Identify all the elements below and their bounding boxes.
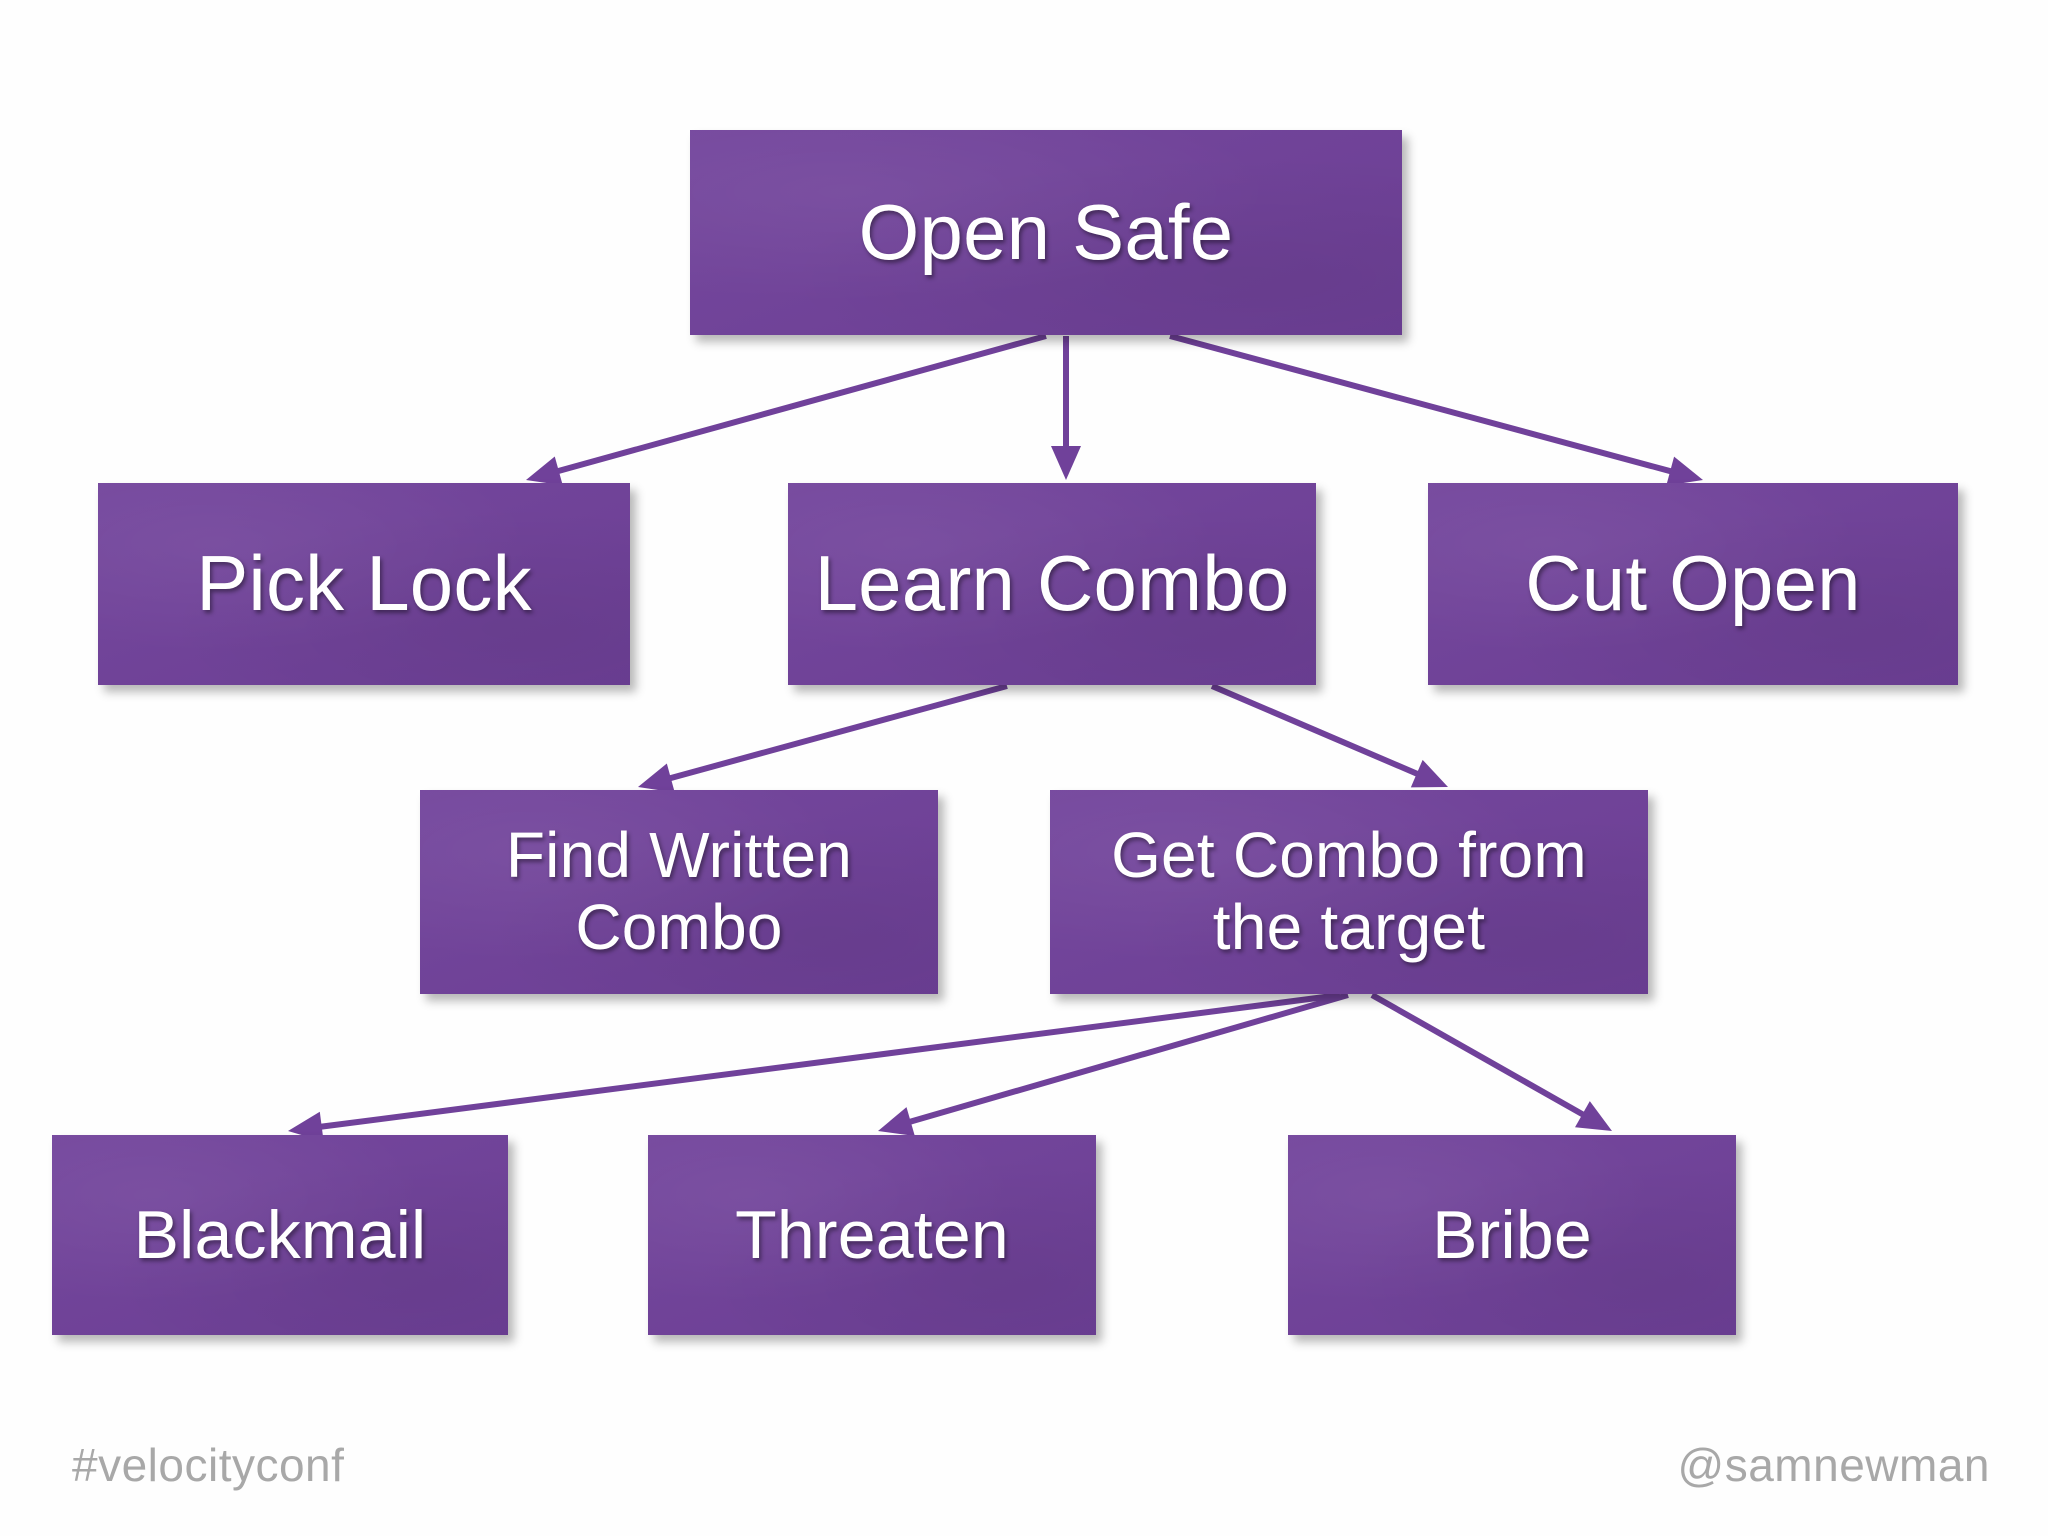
node-label-open-safe: Open Safe <box>858 187 1234 276</box>
node-label-pick-lock: Pick Lock <box>196 539 532 628</box>
node-threaten[interactable]: Threaten <box>648 1135 1096 1335</box>
node-label-bribe: Bribe <box>1432 1196 1592 1273</box>
edge-learn-combo-find-written-arrowhead-icon <box>638 763 675 793</box>
node-label-threaten: Threaten <box>735 1196 1009 1273</box>
edge-get-combo-threaten-line <box>904 992 1349 1127</box>
edge-get-combo-bribe-arrowhead-icon <box>1575 1101 1612 1131</box>
node-bribe[interactable]: Bribe <box>1288 1135 1736 1335</box>
edge-learn-combo-find-written <box>638 683 1008 793</box>
edge-get-combo-bribe <box>1370 992 1612 1131</box>
node-label-blackmail: Blackmail <box>133 1196 427 1273</box>
edge-get-combo-threaten <box>878 992 1349 1136</box>
node-open-safe[interactable]: Open Safe <box>690 130 1402 335</box>
node-get-combo-from-target[interactable]: Get Combo from the target <box>1050 790 1648 994</box>
edge-learn-combo-find-written-line <box>664 683 1008 783</box>
edge-learn-combo-get-combo-arrowhead-icon <box>1410 759 1448 788</box>
edge-open-safe-cut-open-line <box>1169 333 1677 476</box>
node-blackmail[interactable]: Blackmail <box>52 1135 508 1335</box>
node-find-written-combo[interactable]: Find Written Combo <box>420 790 938 994</box>
edge-open-safe-learn-combo-arrowhead-icon <box>1051 446 1081 480</box>
edge-open-safe-learn-combo <box>1051 336 1081 480</box>
edge-open-safe-cut-open-arrowhead-icon <box>1666 456 1703 486</box>
edge-learn-combo-get-combo-line <box>1210 683 1424 779</box>
node-pick-lock[interactable]: Pick Lock <box>98 483 630 685</box>
edge-open-safe-pick-lock <box>526 333 1047 486</box>
footer-handle: @samnewman <box>1677 1439 1990 1491</box>
node-learn-combo[interactable]: Learn Combo <box>788 483 1316 685</box>
edge-open-safe-pick-lock-line <box>552 333 1047 476</box>
node-cut-open[interactable]: Cut Open <box>1428 483 1958 685</box>
node-label-cut-open: Cut Open <box>1525 539 1861 628</box>
edge-open-safe-cut-open <box>1169 333 1703 486</box>
edge-get-combo-blackmail-line <box>315 992 1341 1131</box>
edge-open-safe-pick-lock-arrowhead-icon <box>526 456 563 486</box>
edge-learn-combo-get-combo <box>1210 683 1448 788</box>
footer-hashtag: #velocityconf <box>72 1439 345 1491</box>
edge-get-combo-bribe-line <box>1370 992 1590 1120</box>
edge-get-combo-blackmail <box>288 992 1341 1142</box>
node-label-find-written-combo: Find Written Combo <box>505 819 853 963</box>
edge-get-combo-threaten-arrowhead-icon <box>878 1107 915 1136</box>
node-label-get-combo-from-target: Get Combo from the target <box>1111 819 1587 963</box>
node-label-learn-combo: Learn Combo <box>814 539 1290 628</box>
